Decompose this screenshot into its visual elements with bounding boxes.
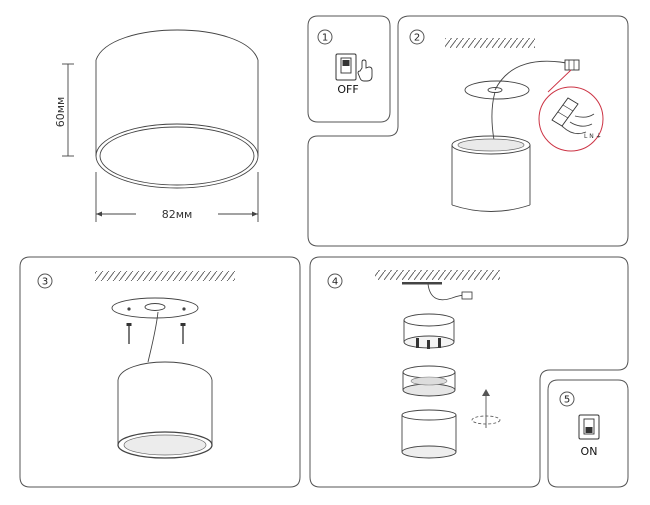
- step-4-panel: 4: [309, 256, 629, 488]
- cylinder-top-edge: [95, 29, 259, 61]
- terminal-block-icon: [461, 291, 473, 300]
- led-module: [402, 365, 456, 397]
- ceiling-hatch: [445, 38, 535, 48]
- step-3-panel: 3: [19, 256, 301, 488]
- mounting-plate: [402, 282, 442, 285]
- driver-housing: [403, 313, 455, 349]
- terminal-detail: L N ⏚: [551, 97, 602, 140]
- step-4-badge: [327, 273, 343, 289]
- step-5-label: ON: [581, 445, 598, 458]
- step-5-panel: 5 ON: [547, 379, 629, 488]
- cylinder-bottom-inner-rim: [99, 126, 255, 186]
- zoom-detail-circle: [538, 86, 604, 152]
- ceiling-hatch: [95, 271, 235, 281]
- switch-on-icon: [578, 414, 600, 440]
- dim-height-label: 60мм: [54, 97, 67, 128]
- zoom-connector: [547, 69, 572, 93]
- step-2-number: 2: [414, 33, 420, 44]
- step-5-number: 5: [564, 395, 570, 406]
- step-5-badge: [559, 391, 575, 407]
- lamp-body: [451, 135, 531, 212]
- step-1-label: OFF: [337, 83, 358, 96]
- screw-icon-right: [180, 323, 186, 344]
- product-drawing: 60мм 82мм: [54, 29, 259, 222]
- ceiling-hatch: [375, 270, 500, 280]
- step-1-panel: 1 OFF: [307, 15, 391, 123]
- step-1-badge: [317, 29, 333, 45]
- step-1-number: 1: [322, 33, 328, 44]
- dim-width-label: 82мм: [162, 208, 193, 221]
- mounting-plate-hole: [144, 303, 166, 311]
- step-2-badge: [409, 29, 425, 45]
- lamp-shade: [401, 409, 457, 459]
- hand-pointer-icon: [357, 59, 373, 82]
- rotate-arrow-icon: [471, 389, 501, 428]
- switch-off-icon: [335, 53, 357, 81]
- cylinder-bottom-rim: [95, 123, 259, 189]
- step-3-badge: [37, 273, 53, 289]
- terminal-block-icon: [564, 59, 580, 71]
- step-3-number: 3: [42, 277, 48, 288]
- svg-text:L N ⏚: L N ⏚: [584, 133, 602, 140]
- mounting-plate: [111, 297, 199, 319]
- lamp-wire: [491, 91, 496, 141]
- mounting-plate: [464, 80, 530, 100]
- step-4-number: 4: [332, 277, 338, 288]
- lamp-wire: [147, 311, 159, 363]
- screw-icon-left: [126, 323, 132, 344]
- step-2-panel: 2 L N ⏚: [307, 15, 629, 247]
- lamp-body: [117, 361, 213, 459]
